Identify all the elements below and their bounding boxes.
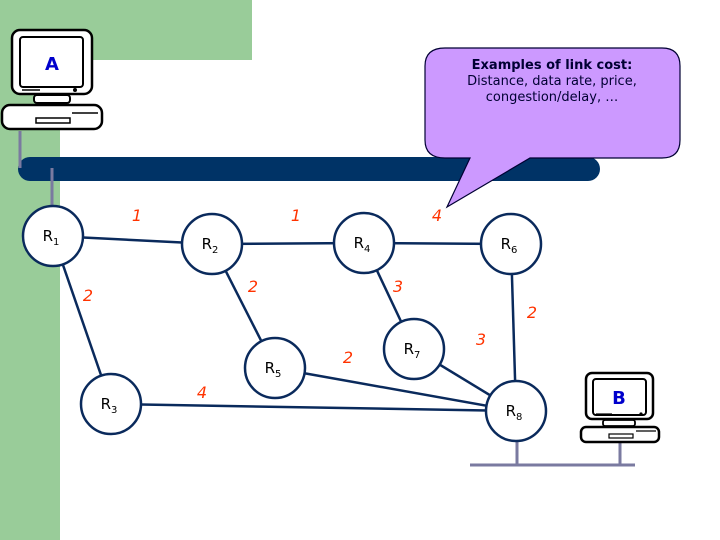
router-r8-label: R8 — [506, 402, 523, 423]
callout-bubble — [424, 47, 681, 209]
router-r6[interactable]: R6 — [479, 212, 543, 276]
router-r6-circle — [479, 212, 543, 276]
router-r2-circle — [180, 212, 244, 276]
backbone-bus — [18, 157, 600, 181]
host-b-computer[interactable]: B — [579, 371, 661, 444]
callout-body: Distance, data rate, price, congestion/d… — [467, 74, 637, 105]
host-a-label: A — [45, 54, 59, 75]
host-a-power-led — [73, 88, 77, 92]
link-r5-r8 — [274, 366, 517, 413]
host-a-drive — [35, 117, 71, 124]
router-r4[interactable]: R4 — [332, 211, 396, 275]
costs-layer: 1 1 4 2 2 3 2 3 2 4 — [83, 206, 537, 402]
router-r7-label: R7 — [404, 340, 421, 361]
router-r4-circle — [332, 211, 396, 275]
router-r1-circle — [21, 204, 85, 268]
router-r2-label: R2 — [202, 235, 219, 256]
link-cost-r1-r2: 1 — [132, 206, 142, 225]
host-b-drive — [608, 433, 634, 439]
router-r1[interactable]: R1 — [21, 204, 85, 268]
router-r5-label: R5 — [265, 359, 282, 380]
link-cost-r7-r8: 3 — [476, 330, 486, 349]
link-cost-r2-r4: 1 — [291, 206, 301, 225]
router-r8[interactable]: R8 — [484, 379, 548, 443]
router-r5-circle — [243, 336, 307, 400]
host-b-stand — [602, 419, 636, 427]
host-b-power-led — [639, 412, 643, 416]
link-r3-r8 — [110, 402, 517, 413]
router-r5[interactable]: R5 — [243, 336, 307, 400]
router-r4-label: R4 — [354, 234, 371, 255]
router-r7[interactable]: R7 — [382, 317, 446, 381]
router-r3-circle — [79, 372, 143, 436]
link-cost-r5-r8: 2 — [343, 348, 353, 367]
link-cost-r4-r7: 3 — [393, 277, 403, 296]
link-cost-r1-r3: 2 — [83, 286, 93, 305]
router-r3-label: R3 — [101, 395, 118, 416]
router-r3[interactable]: R3 — [79, 372, 143, 436]
router-r6-label: R6 — [501, 235, 518, 256]
callout-title: Examples of link cost: — [471, 58, 633, 73]
host-b-label: B — [612, 388, 626, 409]
router-r8-circle — [484, 379, 548, 443]
router-r2[interactable]: R2 — [180, 212, 244, 276]
router-r7-circle — [382, 317, 446, 381]
host-b-screen — [592, 378, 647, 416]
host-a-screen — [19, 36, 84, 88]
host-a-base — [0, 103, 104, 131]
callout-text: Examples of link cost: Distance, data ra… — [432, 58, 672, 106]
link-cost-r4-r6: 4 — [432, 206, 442, 225]
link-cost-r3-r8: 4 — [197, 383, 207, 402]
router-r1-label: R1 — [43, 227, 60, 248]
host-a-stand — [33, 94, 71, 104]
host-a-computer[interactable]: A — [0, 28, 104, 131]
link-cost-r2-r5: 2 — [248, 277, 258, 296]
link-cost-r6-r8: 2 — [527, 303, 537, 322]
